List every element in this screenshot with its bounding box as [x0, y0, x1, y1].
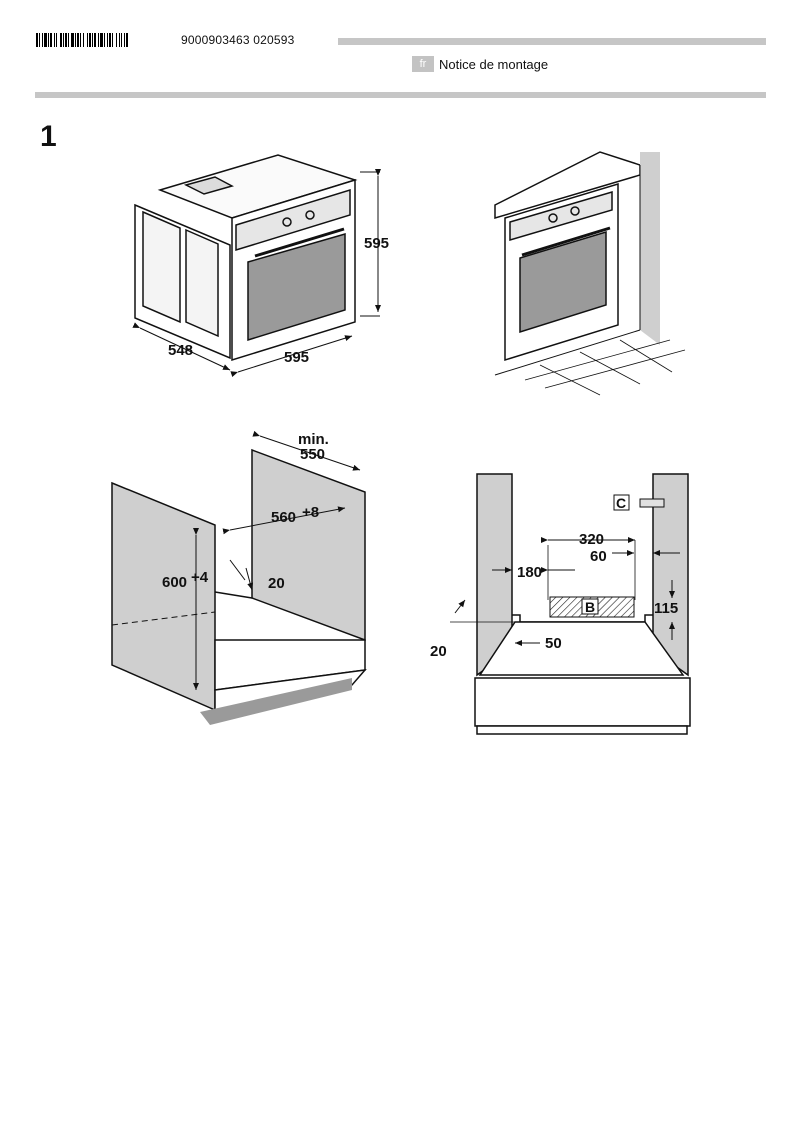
- barcode-number: 9000903463 020593: [181, 33, 295, 47]
- width-60-label: 60: [590, 548, 607, 565]
- min-label: min.: [298, 431, 329, 448]
- barcode: [36, 33, 180, 47]
- document-title: Notice de montage: [439, 57, 549, 72]
- height-115-label: 115: [654, 600, 678, 617]
- oven-dimensions-drawing: [132, 154, 381, 377]
- figure-number: 1: [40, 120, 57, 153]
- cabinet-front-drawing: [450, 473, 691, 735]
- header-rule: [338, 38, 766, 45]
- component-c-label: C: [616, 495, 626, 511]
- niche-width-tolerance: +8: [302, 504, 319, 521]
- oven-width-label: 595: [284, 349, 309, 366]
- niche-height-tolerance: +4: [191, 569, 209, 586]
- width-320-label: 320: [579, 531, 604, 548]
- section-rule: [35, 92, 766, 98]
- width-180-label: 180: [517, 564, 542, 581]
- cabinet-niche-drawing: [111, 430, 367, 725]
- depth-50-label: 50: [545, 635, 562, 652]
- oven-depth-label: 548: [168, 342, 193, 359]
- gap-20-label: 20: [430, 643, 447, 660]
- niche-width-label: 560: [271, 509, 296, 526]
- oven-installed-drawing: [494, 151, 686, 396]
- component-b-label: B: [585, 599, 595, 615]
- oven-height-label: 595: [364, 235, 389, 252]
- language-badge: fr: [412, 56, 434, 72]
- min-depth-label: 550: [300, 446, 325, 463]
- niche-height-label: 600: [162, 574, 187, 591]
- back-gap-label: 20: [268, 575, 285, 592]
